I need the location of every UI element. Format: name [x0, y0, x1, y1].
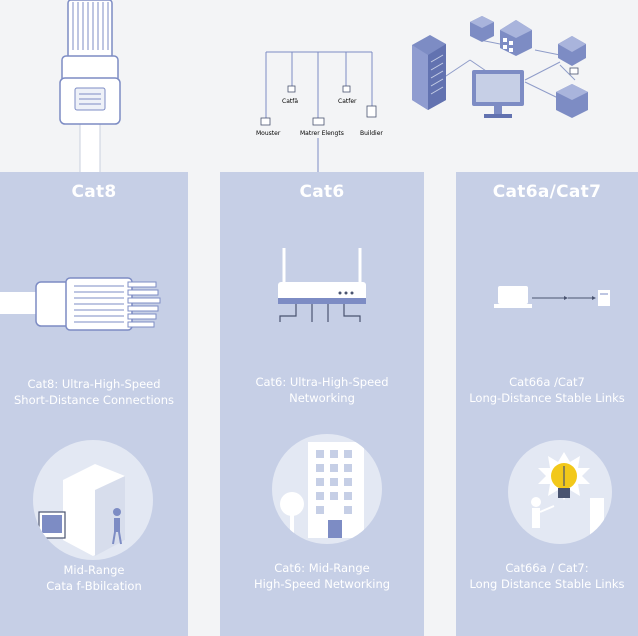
tree-label-bottom-3: Buildier — [360, 130, 383, 137]
storage-box-person-icon — [38, 464, 125, 556]
panel-cat6: Cat6 Cat6: Ultra-High-Speed Networking — [220, 172, 424, 636]
rj45-connector-icon — [59, 0, 121, 175]
long-distance-link-icon — [494, 286, 610, 308]
panel-bottom-text: Cat66a / Cat7: Long Distance Stable Link… — [456, 560, 638, 592]
panel-description: Cat8: Ultra-High-Speed Short-Distance Co… — [0, 376, 188, 408]
bottom-line-1: Mid-Range — [63, 563, 125, 577]
desc-line-2: Short-Distance Connections — [13, 393, 174, 407]
panel-description: Cat66a /Cat7 Long-Distance Stable Links — [456, 374, 638, 406]
desc-line-1: Cat66a /Cat7 — [509, 375, 585, 389]
bottom-line-1: Cat6: Mid-Range — [274, 561, 370, 575]
illustration-circle — [272, 434, 382, 544]
small-device-icons — [260, 85, 377, 126]
tree-label-top-1: Catfä — [282, 98, 298, 105]
panel-cat8: Cat8 Cat8: Ultra-High-Speed Short-Distan… — [0, 172, 188, 636]
network-tree-diagram — [265, 51, 373, 175]
panel-title: Cat6a/Cat7 — [492, 182, 602, 202]
panel-bottom-text: Cat6: Mid-Range High-Speed Networking — [220, 560, 424, 592]
panel-title: Cat6 — [299, 182, 345, 202]
panel-bottom-text: Mid-Range Cata f‑Bbilcation — [0, 562, 188, 594]
bottom-line-1: Cat66a / Cat7: — [505, 561, 589, 575]
rj45-plug-horizontal-icon — [0, 277, 161, 331]
panel-title: Cat8 — [71, 182, 117, 202]
illustration-circle — [508, 440, 612, 544]
tree-label-bottom-1: Mouster — [256, 130, 281, 137]
desc-line-2: Networking — [289, 391, 355, 405]
router-icon — [278, 248, 366, 322]
bottom-line-2: Long Distance Stable Links — [469, 577, 625, 591]
lightbulb-person-icon — [531, 452, 604, 536]
top-illustrations: Catfä Catfer Mouster Matrer Elengts Buil… — [59, 0, 588, 175]
office-building-icon — [280, 442, 364, 538]
tree-label-bottom-2: Matrer Elengts — [300, 130, 344, 137]
desc-line-1: Cat8: Ultra-High-Speed — [27, 377, 161, 391]
isometric-network-scene — [412, 16, 588, 118]
tree-label-top-2: Catfer — [338, 98, 357, 105]
bottom-line-2: Cata f‑Bbilcation — [46, 579, 142, 593]
panel-cat6a-cat7: Cat6a/Cat7 Cat66a /Cat7 Long-Distance St… — [456, 172, 638, 636]
panel-description: Cat6: Ultra-High-Speed Networking — [220, 374, 424, 406]
desc-line-2: Long-Distance Stable Links — [469, 391, 625, 405]
bottom-line-2: High-Speed Networking — [253, 577, 391, 591]
illustration-circle — [33, 440, 153, 560]
desc-line-1: Cat6: Ultra-High-Speed — [255, 375, 389, 389]
